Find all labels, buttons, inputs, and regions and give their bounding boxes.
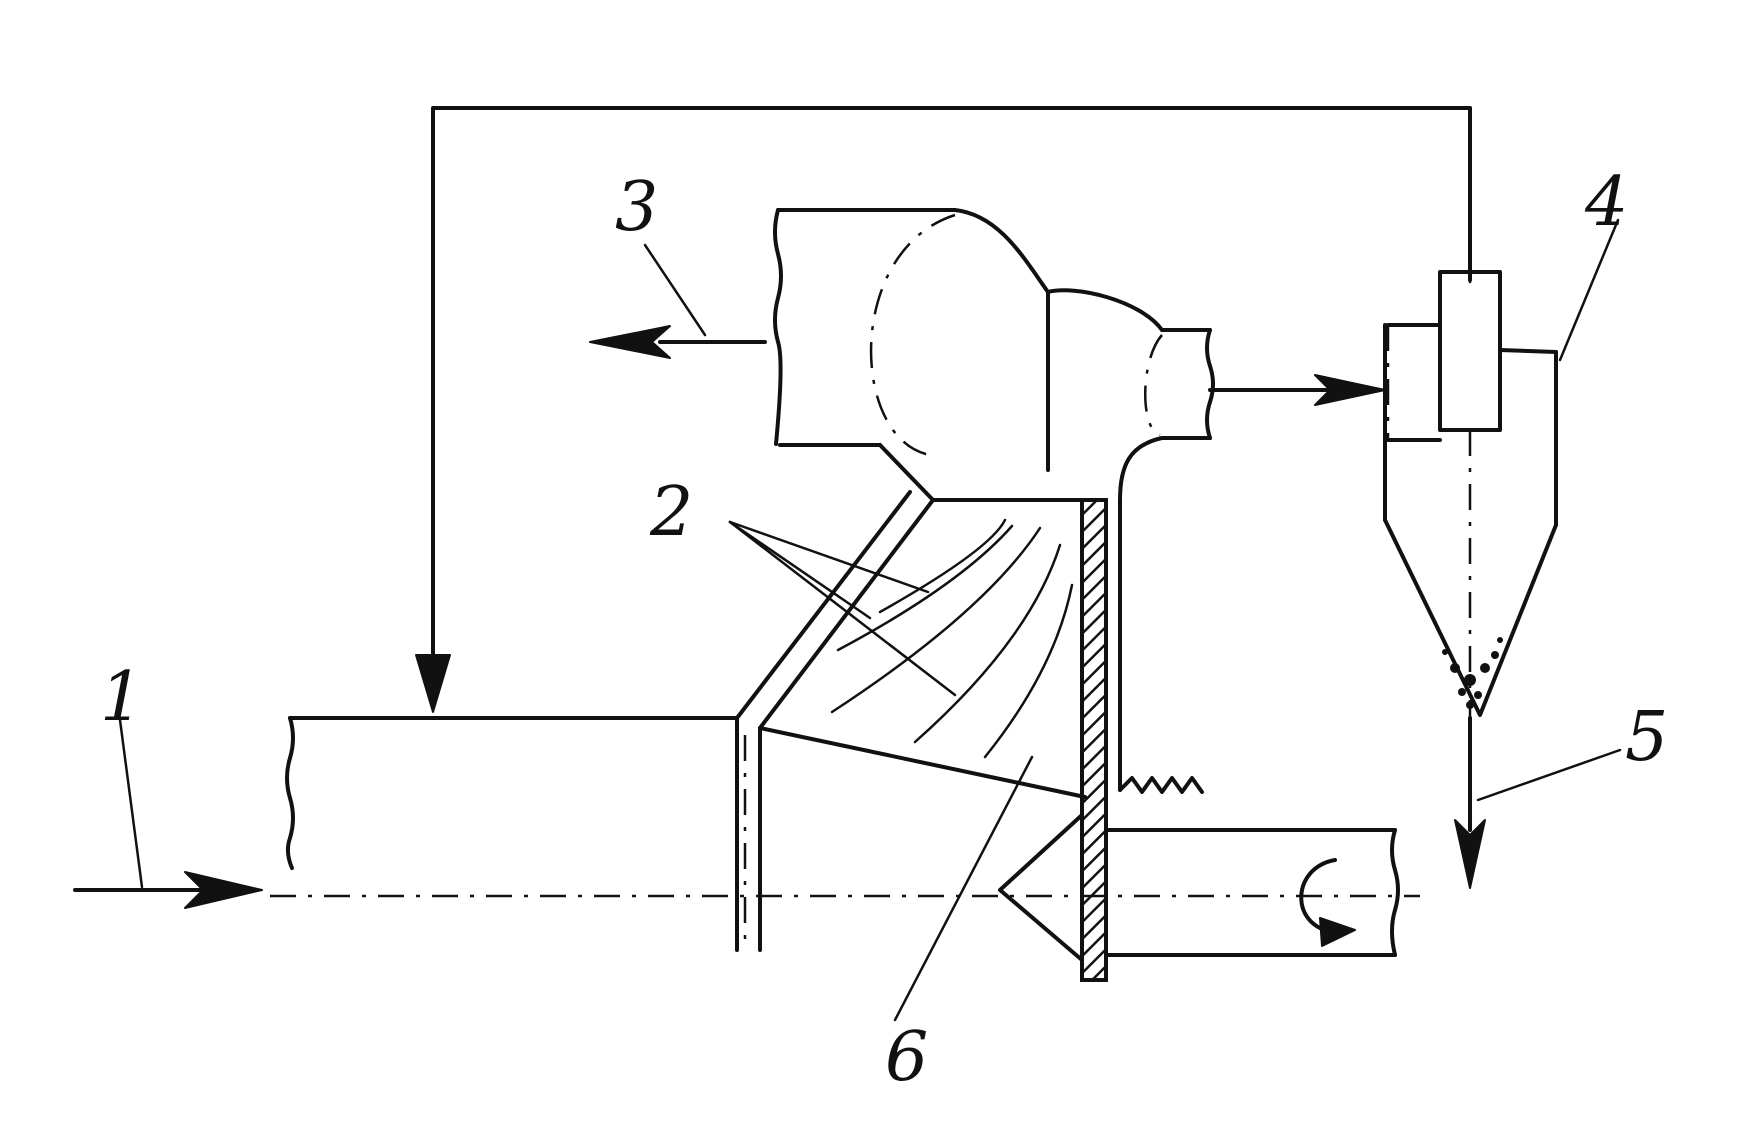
- outlet-arrow: [589, 325, 767, 359]
- label-outlet: 3: [615, 168, 658, 247]
- leader-lines: [118, 218, 1622, 1022]
- inlet-arrow: [73, 871, 263, 909]
- cyclone: [1383, 270, 1558, 720]
- separator-housing: [735, 490, 1204, 799]
- discharge-arrow: [1454, 716, 1486, 889]
- rotor-disc: [1080, 498, 1108, 982]
- recirculation-arrow-head: [415, 654, 451, 713]
- collected-particles: [1442, 637, 1503, 709]
- label-discharge: 5: [1625, 698, 1668, 777]
- transfer-arrow-head: [1314, 374, 1386, 406]
- drive-shaft: [998, 813, 1400, 962]
- label-cyclone: 4: [1584, 163, 1628, 242]
- transfer-line: [1208, 374, 1386, 406]
- inlet-arrow-head: [184, 871, 263, 909]
- label-inlet: 1: [100, 658, 143, 737]
- label-blades: 2: [649, 473, 693, 552]
- recirculation-line: [415, 106, 1472, 713]
- outlet-arrow-head: [589, 325, 671, 359]
- inlet-duct: [285, 716, 762, 952]
- label-rotor: 6: [885, 1018, 928, 1097]
- fan-housing: [773, 208, 1215, 502]
- discharge-arrow-head: [1454, 819, 1486, 889]
- classifier-blades: [830, 518, 1074, 759]
